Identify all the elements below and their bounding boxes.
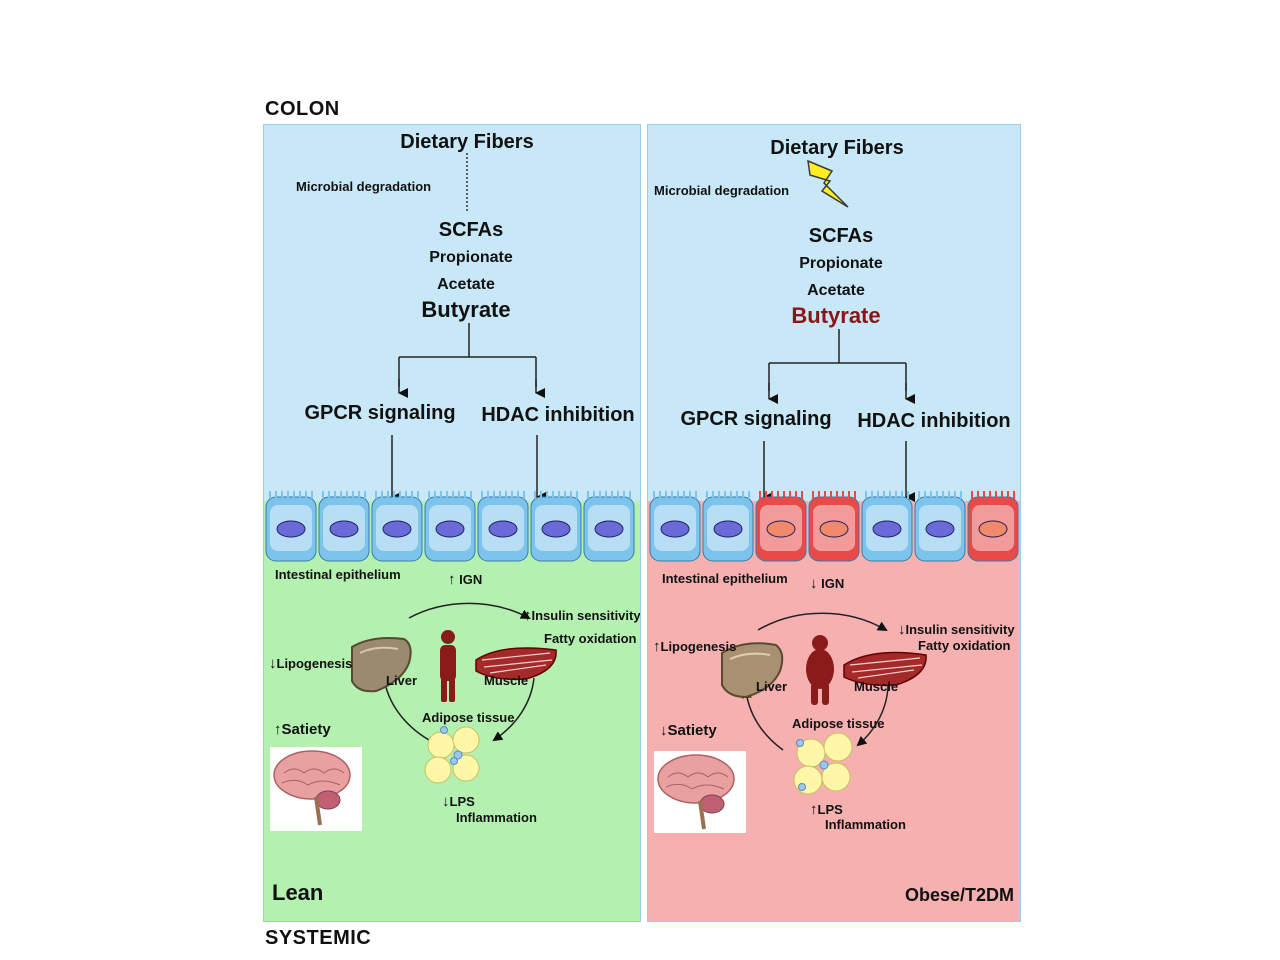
adipose-label: Adipose tissue xyxy=(422,710,515,725)
cell-nucleus xyxy=(872,520,902,538)
systemic-zone-lean xyxy=(264,501,640,921)
lps-label: ↓LPS xyxy=(442,793,475,810)
liver-image xyxy=(721,642,784,699)
butyrate-branch xyxy=(398,323,537,387)
adipose-image xyxy=(424,726,480,784)
condition-label-lean: Lean xyxy=(272,880,324,905)
insulin-label: ↓Insulin sensitivity xyxy=(898,621,1015,638)
systemic-zone-obese xyxy=(648,501,1020,921)
muscle-image xyxy=(843,651,927,687)
muscle-label: Muscle xyxy=(854,679,899,694)
satiety-arrow: ↓ xyxy=(660,722,668,739)
satiety-label: ↓Satiety xyxy=(660,722,717,739)
ign-label: ↓ IGN xyxy=(810,575,845,592)
cell-nucleus xyxy=(435,520,465,538)
dietary-fibers-label: Dietary Fibers xyxy=(400,131,534,153)
panel-lean: Dietary Fibers Microbial degradation SCF… xyxy=(263,124,641,922)
brain-image xyxy=(273,750,351,826)
liver-image xyxy=(351,637,412,693)
satiety-arrow: ↑ xyxy=(274,721,282,738)
cell-nucleus xyxy=(541,520,571,538)
colon-lumen xyxy=(264,125,640,501)
lipogenesis-label: ↑Lipogenesis xyxy=(653,638,737,655)
ign-label: ↑ IGN xyxy=(448,571,483,588)
cell-nucleus xyxy=(660,520,690,538)
butyrate-label: Butyrate xyxy=(421,297,511,322)
ign-arrow: ↓ xyxy=(810,575,818,592)
insulin-arrow: ↓ xyxy=(898,621,906,638)
muscle-image xyxy=(475,647,557,681)
cell-nucleus xyxy=(594,520,624,538)
lps-arrow: ↑ xyxy=(810,801,818,818)
inflammation-label: Inflammation xyxy=(456,810,537,825)
acetate-label: Acetate xyxy=(437,276,495,293)
condition-label-obese: Obese/T2DM xyxy=(904,885,1014,905)
panel-obese: Dietary Fibers Microbial degradation SCF… xyxy=(647,124,1021,922)
insulin-label: ↑Insulin sensitivity xyxy=(524,607,641,624)
lipogenesis-label: ↓Lipogenesis xyxy=(269,655,353,672)
epithelium-cells xyxy=(649,491,1019,562)
hdac-label: HDAC inhibition xyxy=(857,410,1011,432)
epithelium-label: Intestinal epithelium xyxy=(662,571,788,586)
fatty-oxidation-label: Fatty oxidation xyxy=(544,631,637,646)
liver-label: Liver xyxy=(756,679,788,694)
gpcr-label: GPCR signaling xyxy=(680,408,832,430)
insulin-arrow: ↑ xyxy=(524,607,532,624)
lightning-bolt-icon xyxy=(807,159,849,208)
hdac-label: HDAC inhibition xyxy=(481,404,635,426)
brain-image xyxy=(657,754,735,830)
adipose-image xyxy=(793,732,853,795)
lps-label: ↑LPS xyxy=(810,801,843,818)
region-label-colon: COLON xyxy=(265,98,340,120)
pathway-diagram-obese xyxy=(649,159,1019,833)
colon-lumen xyxy=(648,125,1020,501)
lps-arrow: ↓ xyxy=(442,793,450,810)
cell-nucleus xyxy=(713,520,743,538)
muscle-label: Muscle xyxy=(484,673,529,688)
dietary-fibers-label: Dietary Fibers xyxy=(770,137,904,159)
gpcr-label: GPCR signaling xyxy=(304,402,456,424)
cell-nucleus xyxy=(276,520,306,538)
adipose-label: Adipose tissue xyxy=(792,716,885,731)
liver-label: Liver xyxy=(386,673,418,688)
satiety-label: ↑Satiety xyxy=(274,721,331,738)
cell-nucleus xyxy=(382,520,412,538)
cell-nucleus xyxy=(329,520,359,538)
human-silhouette-obese xyxy=(806,635,834,705)
degradation-label: Microbial degradation xyxy=(654,183,790,198)
cell-nucleus xyxy=(978,520,1008,538)
human-silhouette-lean xyxy=(440,630,456,702)
inflammation-label: Inflammation xyxy=(825,817,906,832)
butyrate-label-reduced: Butyrate xyxy=(791,303,881,328)
ign-arrow: ↑ xyxy=(448,571,456,588)
scfas-label: SCFAs xyxy=(438,219,504,241)
lipogenesis-arrow: ↑ xyxy=(653,638,661,655)
acetate-label: Acetate xyxy=(807,282,865,299)
propionate-label: Propionate xyxy=(799,255,883,272)
degradation-label: Microbial degradation xyxy=(296,179,432,194)
cell-nucleus xyxy=(488,520,518,538)
lipogenesis-arrow: ↓ xyxy=(269,655,277,672)
region-label-systemic: SYSTEMIC xyxy=(265,927,372,949)
fatty-oxidation-label: Fatty oxidation xyxy=(918,638,1011,653)
propionate-label: Propionate xyxy=(429,249,513,266)
cell-nucleus xyxy=(819,520,849,538)
epithelium-label: Intestinal epithelium xyxy=(275,567,401,582)
cell-nucleus xyxy=(766,520,796,538)
epithelium-cells xyxy=(265,491,635,562)
cell-nucleus xyxy=(925,520,955,538)
scfas-label: SCFAs xyxy=(808,225,874,247)
pathway-diagram-lean xyxy=(265,153,635,831)
